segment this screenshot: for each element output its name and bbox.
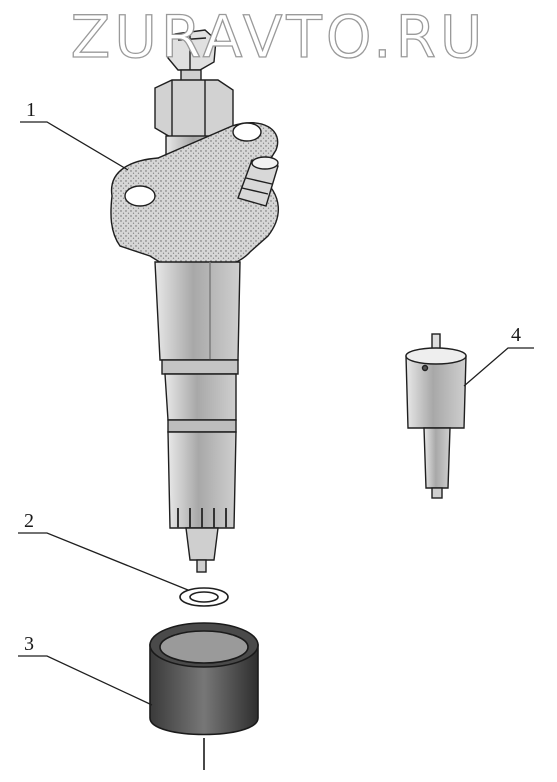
fuel-inlet-fitting	[237, 159, 279, 207]
callout-label-1: 1	[26, 99, 36, 121]
leader-line-4	[463, 347, 534, 387]
callout-label-4: 4	[511, 324, 521, 346]
leader-line-3	[18, 655, 153, 706]
protective-sleeve	[149, 622, 259, 770]
sealing-washer	[179, 587, 229, 607]
leader-line-2	[18, 532, 189, 591]
leader-line-1	[20, 121, 129, 171]
callout-label-2: 2	[24, 510, 34, 532]
flange-hole-left	[124, 185, 156, 207]
mounting-flange	[110, 121, 280, 272]
leader-lines	[18, 121, 534, 706]
watermark-text: ZURAVTO.RU	[70, 2, 487, 71]
spray-nozzle	[405, 333, 467, 499]
lock-nut	[154, 79, 234, 139]
nozzle-nut	[167, 431, 237, 529]
callout-label-3: 3	[24, 633, 34, 655]
injector-assembly	[110, 29, 280, 573]
nozzle-tip	[185, 527, 219, 561]
flange-hole-right	[232, 122, 262, 142]
injector-body	[154, 261, 241, 361]
